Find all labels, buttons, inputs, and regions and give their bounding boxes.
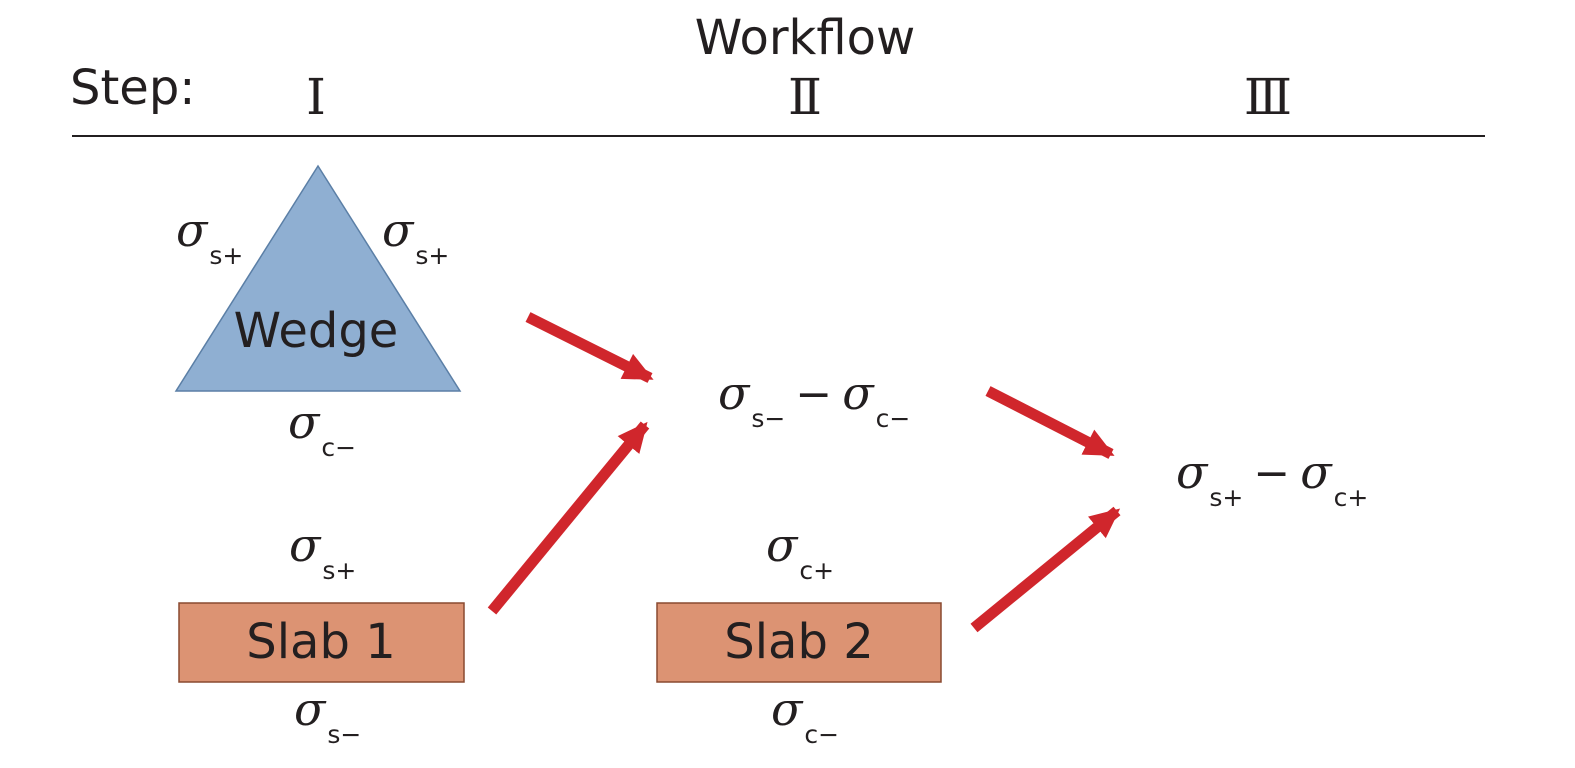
wedge-bottom-sigma: σc− — [288, 395, 356, 462]
wedge-triangle — [174, 164, 462, 392]
slab1-bottom-sigma: σs− — [294, 682, 361, 749]
wedge-left-sigma: σs+ — [176, 203, 243, 270]
step3-result: σs+−σc+ — [1176, 445, 1368, 512]
slab2-top-sigma: σc+ — [766, 518, 834, 585]
step2-result: σs−−σc− — [718, 366, 910, 433]
slab2-label: Slab 2 — [724, 614, 873, 670]
wedge-label: Wedge — [234, 303, 399, 359]
slab2-box — [656, 602, 942, 683]
arrow-step2-to-step3 — [985, 386, 1115, 459]
step-numeral-1: Ⅰ — [306, 68, 326, 126]
step-label: Step: — [70, 60, 195, 116]
slab1-label: Slab 1 — [246, 614, 395, 670]
step-numeral-3: Ⅲ — [1244, 68, 1292, 126]
slab1-top-sigma: σs+ — [289, 518, 356, 585]
diagram-title: Workflow — [695, 10, 915, 66]
arrow-slab1-to-step2 — [487, 421, 650, 615]
arrow-slab2-to-step3 — [970, 506, 1121, 633]
slab1-box — [178, 602, 465, 683]
wedge-right-sigma: σs+ — [382, 203, 449, 270]
slab2-bottom-sigma: σc− — [771, 682, 839, 749]
arrow-wedge-to-step2 — [525, 312, 654, 383]
step-numeral-2: Ⅱ — [788, 68, 822, 126]
